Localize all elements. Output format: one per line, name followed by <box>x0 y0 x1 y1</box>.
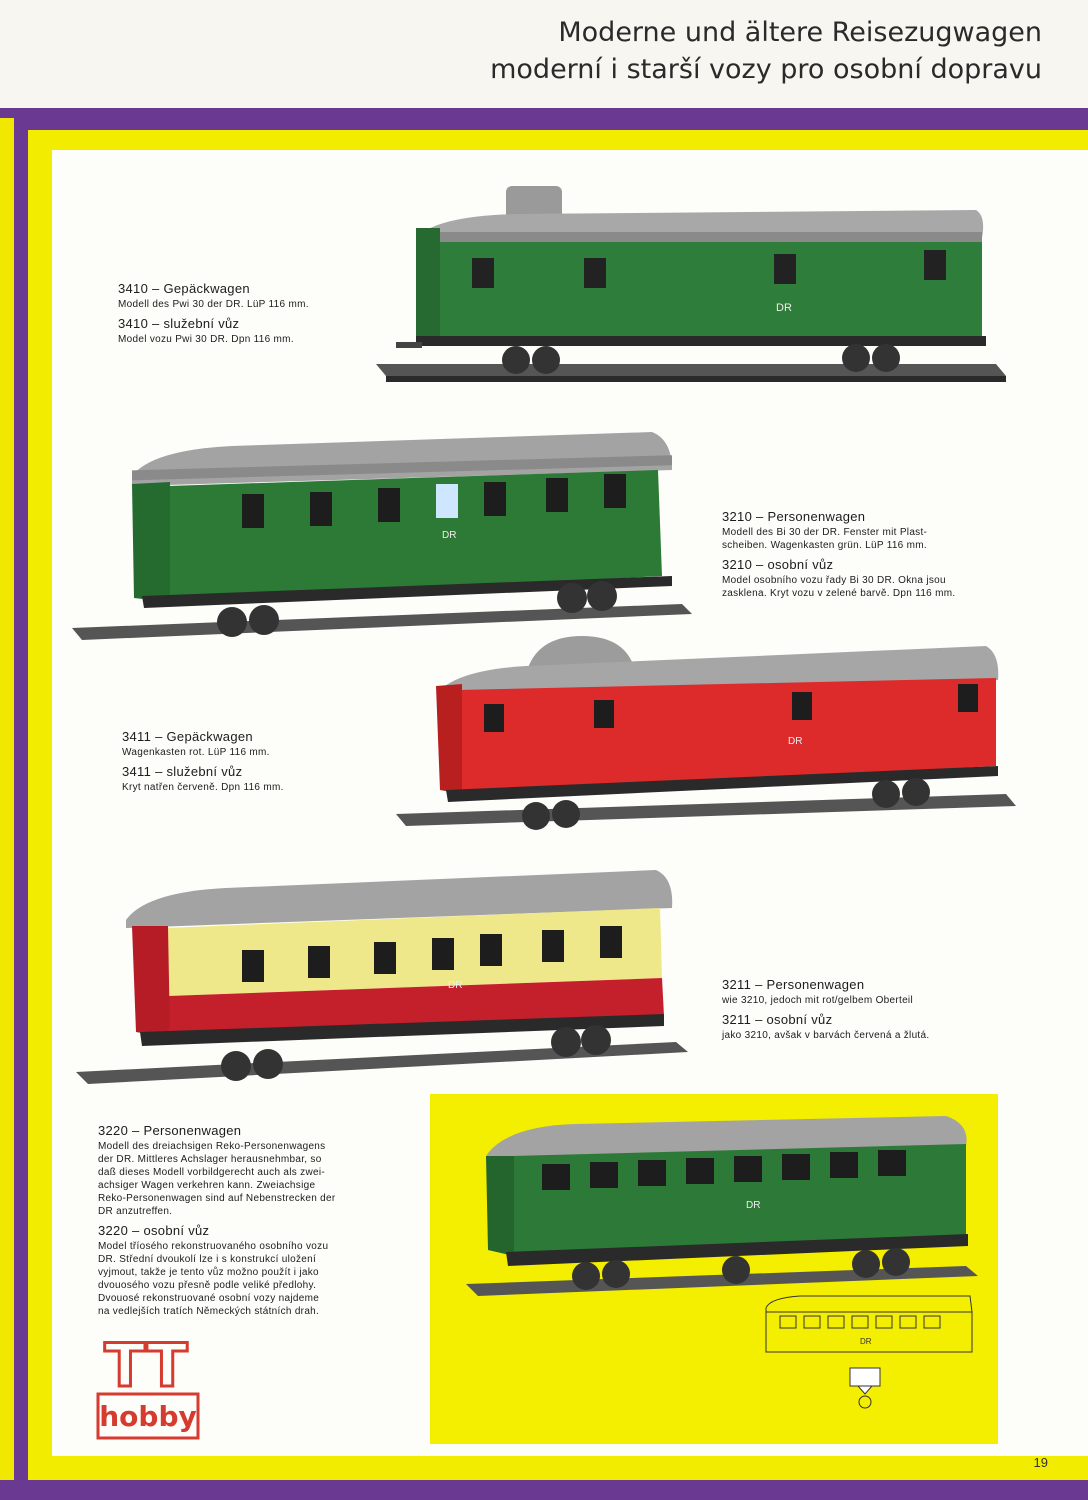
logo-tt: TT <box>104 1331 187 1401</box>
caption-heading-cs: 3210 – osobní vůz <box>722 557 834 572</box>
featured-box-3220: DR DR <box>430 1094 998 1444</box>
wagon-marking-dr: DR <box>442 530 456 541</box>
caption-heading-cs: 3410 – služební vůz <box>118 316 240 331</box>
wagon-photo-3410: DR <box>376 186 1006 382</box>
caption-heading-de: 3210 – Personenwagen <box>722 509 866 524</box>
tt-hobby-logo: TT hobby <box>96 1330 200 1440</box>
caption-line-de: Modell des dreiachsigen Reko-Personenwag… <box>98 1141 326 1152</box>
caption-text-cs: Kryt natřen červeně. Dpn 116 mm. <box>122 782 284 793</box>
caption-3220: 3220 – Personenwagen Modell des dreiachs… <box>98 1122 398 1318</box>
page-title: Moderne und ältere Reisezugwagen moderní… <box>490 14 1042 88</box>
caption-line-cs: Dvouosé rekonstruované osobní vozy najde… <box>98 1293 320 1304</box>
wagon-marking-dr: DR <box>448 980 462 991</box>
caption-heading-de: 3410 – Gepäckwagen <box>118 281 250 296</box>
caption-line-de: daß dieses Modell vorbildgerecht auch al… <box>98 1167 325 1178</box>
caption-text-de-2: scheiben. Wagenkasten grün. LüP 116 mm. <box>722 540 927 551</box>
wagon-marking-dr: DR <box>776 302 792 314</box>
caption-3211: 3211 – Personenwagen wie 3210, jedoch mi… <box>722 976 1022 1042</box>
wagon-photo-3220: DR <box>466 1116 978 1296</box>
caption-3411: 3411 – Gepäckwagen Wagenkasten rot. LüP … <box>122 728 382 794</box>
purple-band-bottom <box>0 1480 1088 1500</box>
caption-line-de: achsiger Wagen verkehren kann. Zweiachsi… <box>98 1180 316 1191</box>
caption-heading-de: 3220 – Personenwagen <box>98 1123 242 1138</box>
yellow-edge-strip <box>0 118 14 1500</box>
logo-hobby: hobby <box>99 1400 197 1433</box>
wagon-photo-3210: DR <box>72 432 692 640</box>
caption-heading-de: 3411 – Gepäckwagen <box>122 729 253 744</box>
diagram-label: DR <box>860 1337 872 1346</box>
wagon-diagram: DR <box>765 1295 973 1409</box>
caption-line-de: DR anzutreffen. <box>98 1206 173 1217</box>
wagon-marking-dr: DR <box>746 1200 760 1211</box>
caption-heading-cs: 3411 – služební vůz <box>122 764 243 779</box>
caption-3410: 3410 – Gepäckwagen Modell des Pwi 30 der… <box>118 280 378 346</box>
caption-heading-cs: 3211 – osobní vůz <box>722 1012 833 1027</box>
caption-line-cs: dvouosého vozu přesně podle veliké předl… <box>98 1280 317 1291</box>
wagon-photo-3211: DR <box>76 870 688 1084</box>
caption-text-de: Modell des Pwi 30 der DR. LüP 116 mm. <box>118 299 309 310</box>
caption-text-cs: Model vozu Pwi 30 DR. Dpn 116 mm. <box>118 334 294 345</box>
caption-text-cs: jako 3210, avšak v barvách červená a žlu… <box>722 1030 930 1041</box>
caption-line-de: der DR. Mittleres Achslager herausnehmba… <box>98 1154 322 1165</box>
caption-line-cs: na vedlejších tratích Německých státních… <box>98 1306 320 1317</box>
caption-heading-de: 3211 – Personenwagen <box>722 977 865 992</box>
caption-text-cs-2: zasklena. Kryt vozu v zelené barvě. Dpn … <box>722 588 956 599</box>
caption-text-cs-1: Model osobního vozu řady Bi 30 DR. Okna … <box>722 575 946 586</box>
caption-line-cs: Model tříosého rekonstruovaného osobního… <box>98 1241 329 1252</box>
wagon-photo-3411: DR <box>396 636 1016 830</box>
caption-heading-cs: 3220 – osobní vůz <box>98 1223 210 1238</box>
caption-text-de: Wagenkasten rot. LüP 116 mm. <box>122 747 270 758</box>
caption-line-cs: DR. Střední dvoukolí lze i s konstrukcí … <box>98 1254 317 1265</box>
caption-text-de: wie 3210, jedoch mit rot/gelbem Oberteil <box>722 995 913 1006</box>
purple-band-top <box>0 108 1088 130</box>
caption-text-de-1: Modell des Bi 30 der DR. Fenster mit Pla… <box>722 527 928 538</box>
wagon-marking-dr: DR <box>788 736 802 747</box>
title-line-german: Moderne und ältere Reisezugwagen <box>558 17 1042 48</box>
caption-3210: 3210 – Personenwagen Modell des Bi 30 de… <box>722 508 1022 600</box>
page-header: Moderne und ältere Reisezugwagen moderní… <box>0 0 1088 108</box>
page-number: 19 <box>1033 1455 1048 1470</box>
caption-line-cs: vyjmout, takže je tento vůz možno použít… <box>98 1267 319 1278</box>
title-line-czech: moderní i starší vozy pro osobní dopravu <box>490 54 1042 85</box>
caption-line-de: Reko-Personenwagen sind auf Nebenstrecke… <box>98 1193 336 1204</box>
